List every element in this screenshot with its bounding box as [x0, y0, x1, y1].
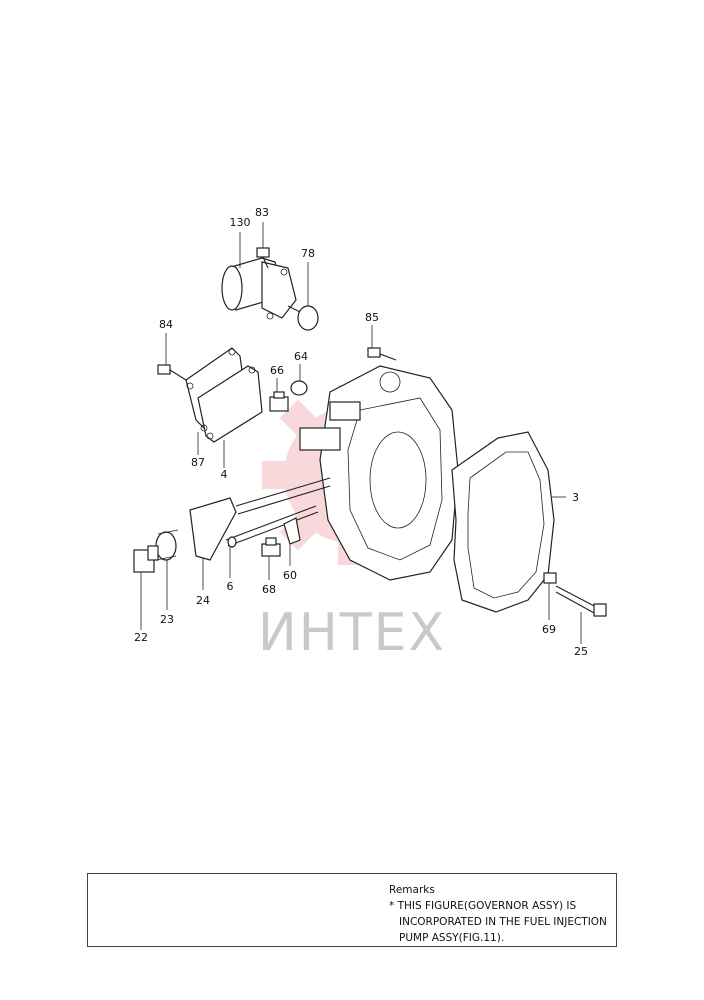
clip-60-part: [283, 517, 301, 545]
remarks-text: Remarks * THIS FIGURE(GOVERNOR ASSY) IS …: [389, 882, 607, 946]
callout-68: 68: [262, 583, 276, 596]
remarks-title: Remarks: [389, 884, 435, 896]
cover-plate-part: [185, 347, 263, 443]
callout-60: 60: [283, 569, 297, 582]
plug-68-part: [261, 537, 281, 557]
callout-22: 22: [134, 631, 148, 644]
bolt-84-part: [157, 364, 187, 381]
gasket-3-part: [451, 431, 555, 613]
callout-84: 84: [159, 318, 173, 331]
bolt-85-part: [367, 347, 397, 361]
watermark-text: ИНТЕХ: [258, 603, 446, 663]
spring-23-part: [155, 529, 179, 561]
lever-shaft-part: [189, 477, 331, 561]
washer-64-part: [290, 380, 308, 396]
remarks-line-3: PUMP ASSY(FIG.11).: [399, 932, 505, 944]
remarks-line-1: * THIS FIGURE(GOVERNOR ASSY) IS: [389, 900, 577, 912]
callout-85: 85: [365, 311, 379, 324]
callout-130: 130: [230, 216, 251, 229]
callout-78: 78: [301, 247, 315, 260]
leader-lines: [140, 222, 582, 644]
remarks-box: Remarks * THIS FIGURE(GOVERNOR ASSY) IS …: [87, 873, 617, 947]
callout-24: 24: [196, 594, 210, 607]
o-ring-part: [297, 305, 319, 331]
governor-housing-part: [299, 365, 459, 581]
callout-3: 3: [572, 491, 579, 504]
plug-66-part: [269, 391, 289, 412]
plug-22-part: [133, 545, 159, 573]
solenoid-part: [221, 257, 301, 320]
callout-66: 66: [270, 364, 284, 377]
callout-64: 64: [294, 350, 308, 363]
bolt-25-part: [555, 585, 607, 617]
callout-69: 69: [542, 623, 556, 636]
callout-25: 25: [574, 645, 588, 658]
callout-23: 23: [160, 613, 174, 626]
callout-4: 4: [221, 468, 228, 481]
nut-69-part: [543, 572, 557, 584]
callout-83: 83: [255, 206, 269, 219]
callout-87: 87: [191, 456, 205, 469]
remarks-line-2: INCORPORATED IN THE FUEL INJECTION: [399, 916, 607, 928]
callout-6: 6: [227, 580, 234, 593]
